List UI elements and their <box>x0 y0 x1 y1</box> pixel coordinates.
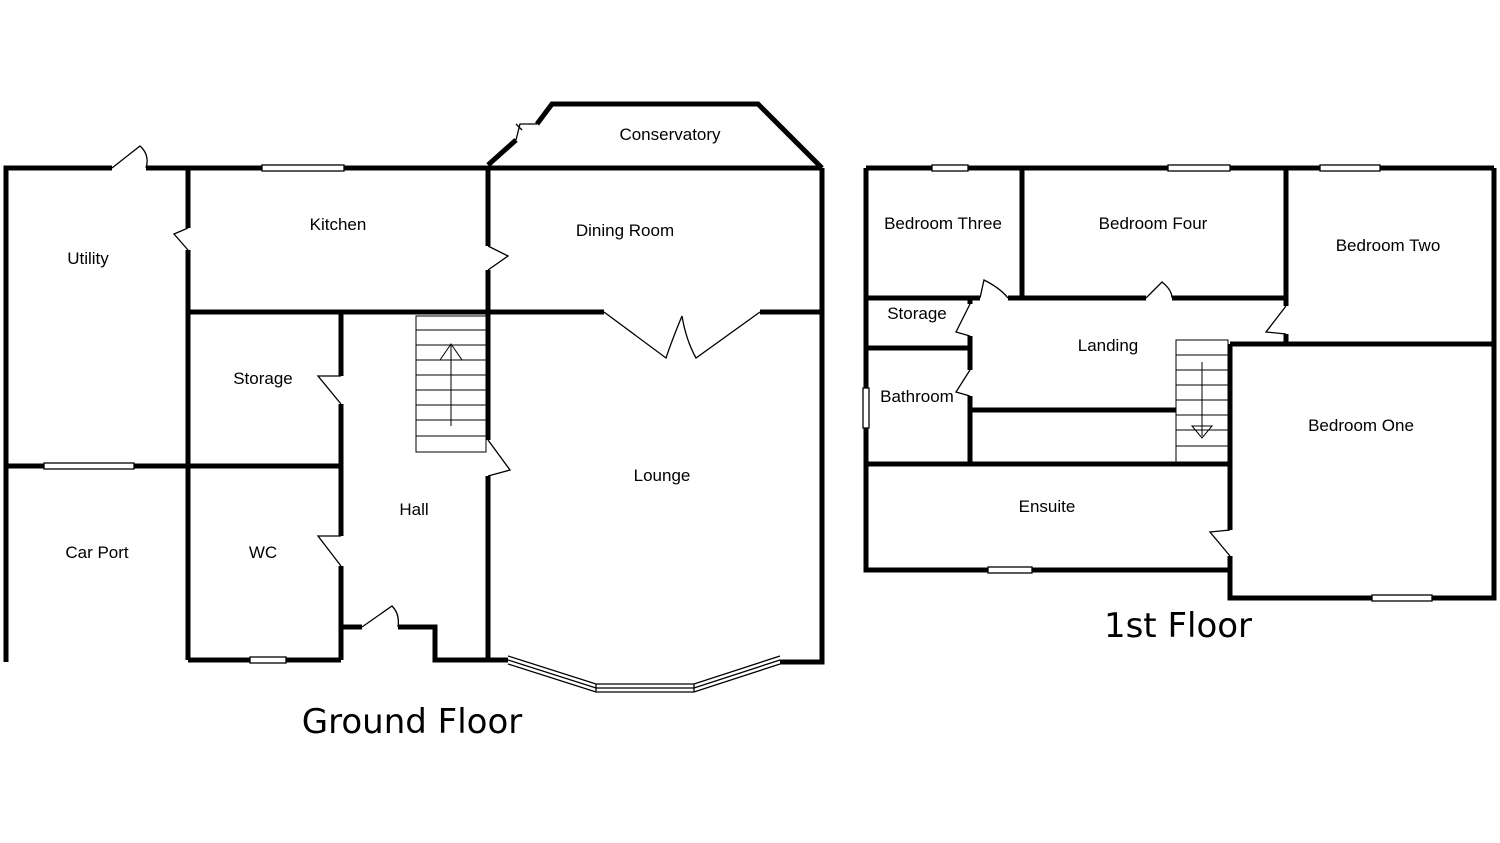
room-label-bedroom-three: Bedroom Three <box>884 214 1002 233</box>
first-floor-walls <box>863 165 1497 601</box>
first-floor-labels: Bedroom Three Bedroom Four Bedroom Two S… <box>880 214 1440 646</box>
room-label-bedroom-two: Bedroom Two <box>1336 236 1441 255</box>
room-label-wc: WC <box>249 543 277 562</box>
room-label-bedroom-four: Bedroom Four <box>1099 214 1208 233</box>
ground-floor-walls <box>3 101 825 665</box>
room-label-bedroom-one: Bedroom One <box>1308 416 1414 435</box>
first-floor-windows <box>862 164 1433 602</box>
room-label-utility: Utility <box>67 249 109 268</box>
ground-floor-plan <box>3 101 825 693</box>
first-floor-stairs <box>1175 339 1229 463</box>
room-label-bathroom: Bathroom <box>880 387 954 406</box>
room-label-ensuite: Ensuite <box>1019 497 1076 516</box>
ground-floor-title: Ground Floor <box>302 702 522 742</box>
first-floor-title: 1st Floor <box>1104 606 1252 646</box>
room-label-kitchen: Kitchen <box>310 215 367 234</box>
room-label-lounge: Lounge <box>634 466 691 485</box>
room-label-landing: Landing <box>1078 336 1139 355</box>
lounge-bay-window <box>507 655 781 693</box>
room-label-storage: Storage <box>233 369 293 388</box>
room-label-conservatory: Conservatory <box>619 125 721 144</box>
room-label-storage-first: Storage <box>887 304 947 323</box>
first-floor-doors <box>954 279 1287 557</box>
ground-floor-stairs <box>415 315 487 453</box>
ground-floor-labels: Conservatory Utility Kitchen Dining Room… <box>65 125 721 742</box>
room-label-hall: Hall <box>399 500 428 519</box>
room-label-car-port: Car Port <box>65 543 129 562</box>
first-floor-plan <box>862 164 1497 602</box>
room-label-dining-room: Dining Room <box>576 221 674 240</box>
ground-floor-windows <box>43 164 345 664</box>
ground-floor-doors <box>111 123 761 628</box>
